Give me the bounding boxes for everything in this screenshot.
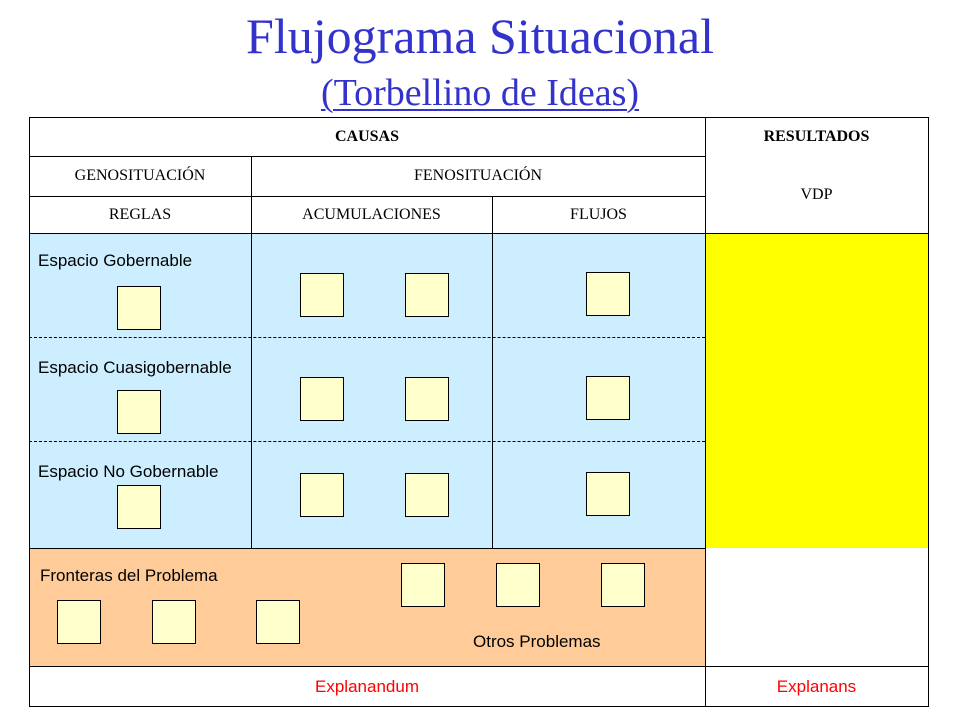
row-separator-2 [29, 441, 705, 442]
causas-header: CAUSAS [334, 128, 399, 145]
node-box [300, 273, 344, 317]
explanandum-label: Explanandum [315, 676, 419, 696]
node-box [405, 273, 449, 317]
subtitle-text: (Torbellino de Ideas) [320, 72, 640, 114]
reglas-header: REGLAS [108, 205, 172, 223]
resultados-header: RESULTADOS [763, 128, 870, 145]
node-box [57, 600, 101, 644]
acumulaciones-header: ACUMULACIONES [302, 205, 441, 223]
flujos-header: FLUJOS [570, 205, 627, 223]
page-subtitle: (Torbellino de Ideas) [0, 70, 960, 116]
table-top-border [29, 117, 929, 118]
genosituacion-header: GENOSITUACIÓN [74, 167, 206, 184]
node-box [405, 473, 449, 517]
table-bottom-border [29, 706, 929, 707]
frontier-label: Fronteras del Problema [40, 566, 218, 585]
node-box [256, 600, 300, 644]
node-box [586, 272, 630, 316]
node-box [152, 600, 196, 644]
node-box [586, 472, 630, 516]
frontier-area [29, 548, 705, 666]
node-box [601, 563, 645, 607]
row-label-gobernable: Espacio Gobernable [38, 251, 193, 270]
table-left-border [29, 117, 30, 707]
geno-feno-divider [251, 156, 252, 548]
row-separator-1 [29, 337, 705, 338]
node-box [405, 377, 449, 421]
row-label-cuasigobernable: Espacio Cuasigobernable [38, 358, 232, 377]
node-box [586, 376, 630, 420]
frontier-top-border [29, 548, 705, 549]
node-box [496, 563, 540, 607]
header-bottom-border [29, 233, 929, 234]
node-box [300, 377, 344, 421]
fenosituacion-header: FENOSITUACIÓN [414, 167, 542, 184]
vdp-header: VDP [800, 185, 833, 203]
row-label-no-gobernable: Espacio No Gobernable [38, 462, 219, 481]
header-divider-1 [29, 156, 705, 157]
page-title: Flujograma Situacional [246, 8, 714, 64]
vdp-area [705, 233, 928, 548]
table-right-border [928, 117, 929, 707]
acum-flujos-divider [492, 196, 493, 548]
results-divider [705, 117, 706, 707]
explanans-label: Explanans [776, 676, 857, 696]
other-problems-label: Otros Problemas [473, 632, 601, 651]
header-divider-2 [29, 196, 705, 197]
node-box [117, 390, 161, 434]
footer-top-border [29, 666, 929, 667]
node-box [117, 286, 161, 330]
node-box [117, 485, 161, 529]
node-box [401, 563, 445, 607]
node-box [300, 473, 344, 517]
